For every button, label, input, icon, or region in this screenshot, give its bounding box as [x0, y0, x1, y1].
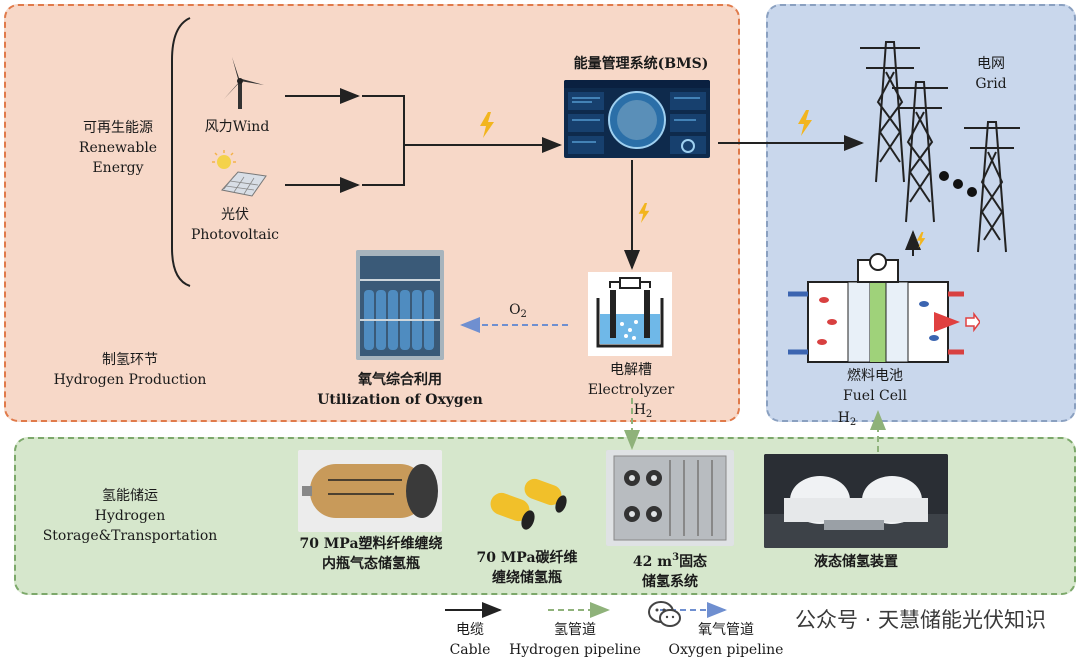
hydrogen-gas-label-fuelcell: H2: [837, 410, 857, 428]
fuel-cell-icon: [788, 253, 980, 363]
solar-panel-icon: [212, 150, 267, 197]
storage-region-label: 氢能储运 Hydrogen Storage&Transportation: [42, 488, 218, 544]
renewable-bracket: [171, 17, 191, 287]
electrolyzer-icon: [588, 272, 672, 356]
bms-dashboard-image: [564, 80, 710, 158]
wind-turbine-icon: [224, 57, 264, 109]
power-bolt-icon: [480, 112, 494, 138]
solid-state-storage-image: [606, 450, 734, 546]
oxygen-cylinders-image: [356, 250, 444, 360]
legend-oxygen-label: 氧气管道 Oxygen pipeline: [668, 622, 784, 658]
plastic-liner-tank-image: [298, 450, 442, 532]
electrolyzer-label: 电解槽 Electrolyzer: [587, 362, 675, 398]
legend-hydrogen-label: 氢管道 Hydrogen pipeline: [509, 622, 641, 658]
legend-cable-label: 电缆 Cable: [449, 622, 491, 658]
merge-cable: [362, 95, 405, 186]
power-bolt-icon: [916, 232, 926, 248]
liquid-storage-image: [764, 454, 948, 548]
storage-item-carbon-fiber-tank: 70 MPa碳纤维 缠绕储氢瓶: [476, 550, 578, 586]
hydrogen-gas-label: H2: [633, 402, 653, 420]
storage-item-plastic-liner-tank: 70 MPa塑料纤维缠绕 内瓶气态储氢瓶: [299, 536, 443, 572]
wind-label: 风力Wind: [204, 119, 270, 135]
renewable-energy-label: 可再生能源 Renewable Energy: [78, 120, 158, 176]
photovoltaic-label: 光伏 Photovoltaic: [190, 207, 280, 243]
watermark-text: 公众号 · 天慧储能光伏知识: [794, 608, 1046, 632]
oxygen-gas-label: O2: [509, 302, 527, 320]
grid-label: 电网 Grid: [975, 56, 1007, 92]
carbon-fiber-tank-image: [490, 478, 567, 530]
bms-label: 能量管理系统(BMS): [573, 56, 709, 72]
power-bolt-icon: [638, 203, 650, 223]
production-region-label: 制氢环节 Hydrogen Production: [53, 352, 207, 388]
wechat-icon: [648, 601, 681, 627]
fuel-cell-label: 燃料电池 Fuel Cell: [843, 368, 907, 404]
storage-item-liquid: 液态储氢装置: [814, 554, 898, 570]
oxygen-utilization-label: 氧气综合利用 Utilization of Oxygen: [317, 372, 483, 408]
transmission-tower-icon: [860, 41, 1020, 253]
storage-item-solid-state: 42 m3固态 储氢系统: [632, 552, 708, 590]
power-bolt-icon: [798, 110, 812, 136]
